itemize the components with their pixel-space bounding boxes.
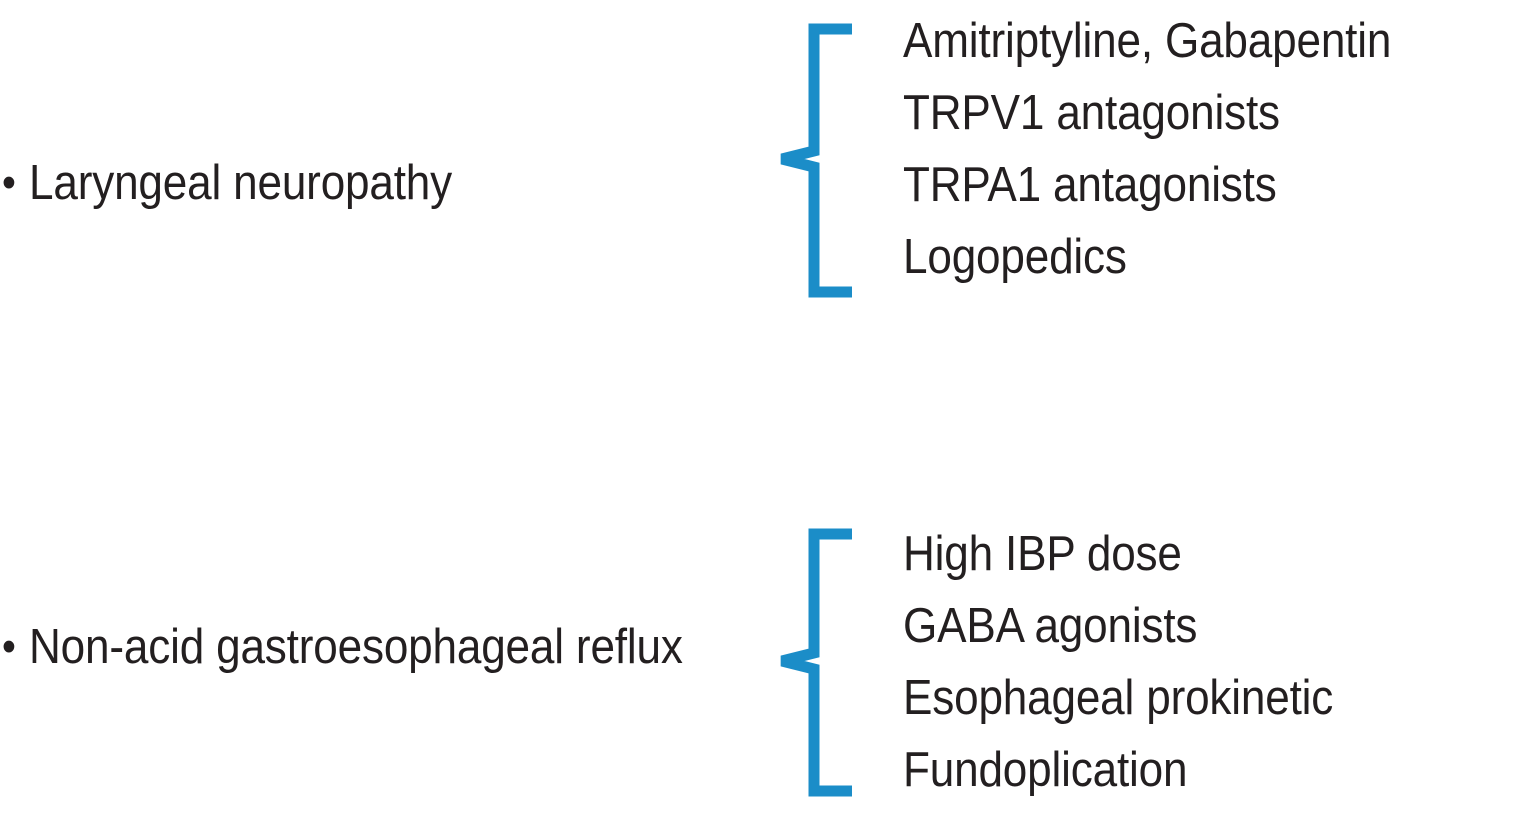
- treatment-item: GABA agonists: [903, 599, 1198, 653]
- treatment-item: Amitriptyline, Gabapentin: [903, 14, 1392, 68]
- bullet-marker-icon: •: [2, 158, 16, 207]
- treatment-item: Fundoplication: [903, 743, 1188, 797]
- bullet-item-laryngeal-neuropathy: • Laryngeal neuropathy: [2, 8, 740, 358]
- bullet-row: • Non-acid gastroesophageal reflux: [2, 612, 722, 682]
- blue-curly-brace-1: [778, 22, 862, 300]
- treatment-item: High IBP dose: [903, 527, 1182, 581]
- bullet-marker-icon: •: [2, 622, 16, 671]
- treatment-item: Logopedics: [903, 230, 1127, 284]
- treatment-item: TRPA1 antagonists: [903, 158, 1277, 212]
- treatment-list-laryngeal-neuropathy: Amitriptyline, Gabapentin TRPV1 antagoni…: [903, 5, 1391, 293]
- condition-label-laryngeal-neuropathy: Laryngeal neuropathy: [29, 156, 453, 210]
- condition-label-non-acid-reflux: Non-acid gastroesophageal reflux: [29, 620, 683, 674]
- bullet-item-non-acid-reflux: • Non-acid gastroesophageal reflux: [2, 472, 722, 821]
- treatment-item: TRPV1 antagonists: [903, 86, 1280, 140]
- bullet-row: • Laryngeal neuropathy: [2, 148, 740, 218]
- treatment-list-non-acid-reflux: High IBP dose GABA agonists Esophageal p…: [903, 518, 1333, 806]
- treatment-item: Esophageal prokinetic: [903, 671, 1334, 725]
- blue-curly-brace-2: [778, 527, 862, 799]
